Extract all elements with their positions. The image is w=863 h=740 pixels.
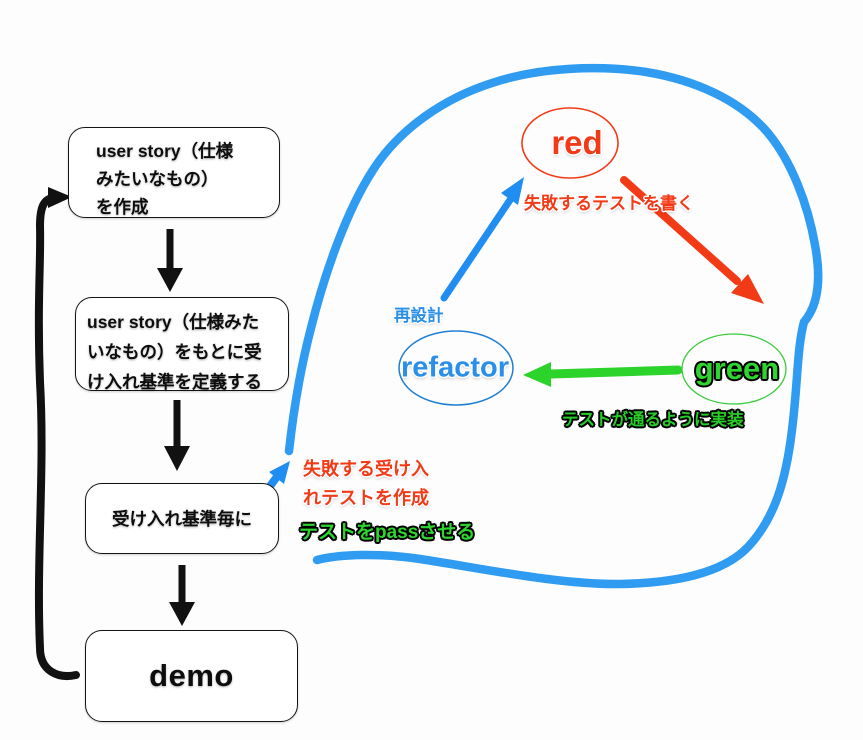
flow-box-acceptance-criteria: user story（仕様みた いなもの）をもとに受 け入れ基準を定義する <box>75 297 289 392</box>
flow-box-line: みたいなもの） <box>96 169 219 189</box>
green-arrow <box>523 362 683 387</box>
feedback-loop-arrowhead <box>48 187 72 208</box>
flow-box-label: 受け入れ基準毎に <box>112 509 252 529</box>
flow-arrow-1 <box>157 229 183 292</box>
refactor-ellipse <box>398 330 514 406</box>
blue-cycle-enclosure <box>284 63 823 589</box>
flow-arrow-2 <box>164 400 190 471</box>
red-node-label: red <box>551 124 603 161</box>
flow-box-demo: demo <box>85 630 298 722</box>
red-ellipse <box>521 107 619 179</box>
flow-box-per-criterion: 受け入れ基準毎に <box>85 483 279 554</box>
green-node-label: green <box>694 351 780 386</box>
annotation-make-test-pass: テストをpassさせる <box>299 522 476 543</box>
flow-box-label: demo <box>149 658 234 693</box>
blue-arrow-refactor-to-red <box>440 177 524 302</box>
flow-box-line: いなもの）をもとに受 <box>87 342 262 362</box>
red-arrow <box>620 176 764 304</box>
feedback-loop-line <box>34 194 80 680</box>
edge-label-write-failing-test: 失敗するテストを書く <box>524 194 694 213</box>
annotation-line: 失敗する受け入 <box>303 459 429 479</box>
edge-label-redesign: 再設計 <box>394 307 444 325</box>
refactor-node-label: refactor <box>401 351 509 384</box>
flow-arrow-3 <box>169 565 195 626</box>
annotation-failing-acceptance-test: 失敗する受け入 れテストを作成 <box>303 455 429 512</box>
flow-box-user-story: user story（仕様 みたいなもの） を作成 <box>68 127 280 218</box>
annotation-line: れテストを作成 <box>303 487 429 508</box>
flow-box-line: を作成 <box>96 197 149 217</box>
flow-box-line: user story（仕様 <box>96 141 234 161</box>
flow-box-line: け入れ基準を定義する <box>87 372 262 392</box>
edge-label-implement-to-pass: テストが通るように実装 <box>562 411 744 429</box>
flow-box-line: user story（仕様みた <box>87 312 260 332</box>
